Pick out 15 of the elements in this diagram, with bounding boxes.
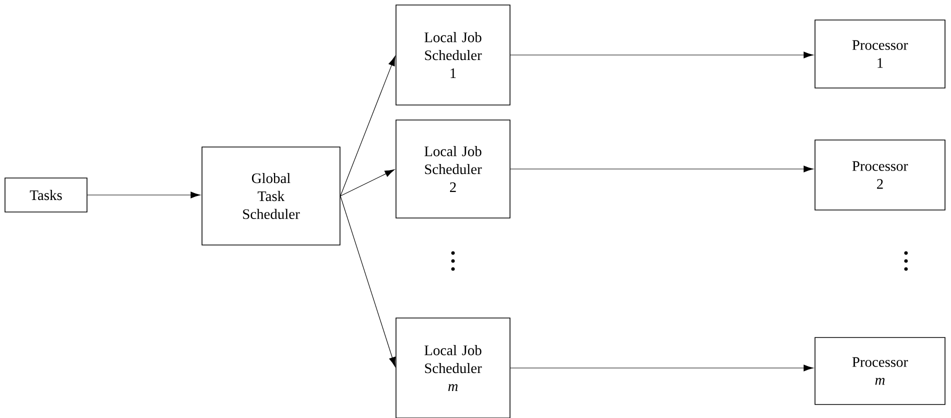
box: Tasks	[4, 178, 88, 212]
processor-box: Processor m	[814, 337, 946, 405]
scheduler-box: Local Job Scheduler 2	[396, 120, 510, 218]
arrow	[510, 364, 814, 372]
arrow	[340, 56, 396, 196]
arrow	[340, 169, 395, 196]
processor-box: Processor 2	[814, 140, 946, 210]
scheduler-box: Global Task Scheduler	[202, 146, 340, 246]
scheduler-box: Local Job Scheduler 1	[396, 4, 510, 106]
arrow	[340, 196, 396, 367]
arrow	[510, 52, 814, 58]
processor-box: Processor 1	[814, 20, 946, 88]
arrow	[510, 166, 814, 172]
scheduler-box: Local Job Scheduler m	[396, 318, 510, 418]
arrow	[87, 192, 200, 198]
